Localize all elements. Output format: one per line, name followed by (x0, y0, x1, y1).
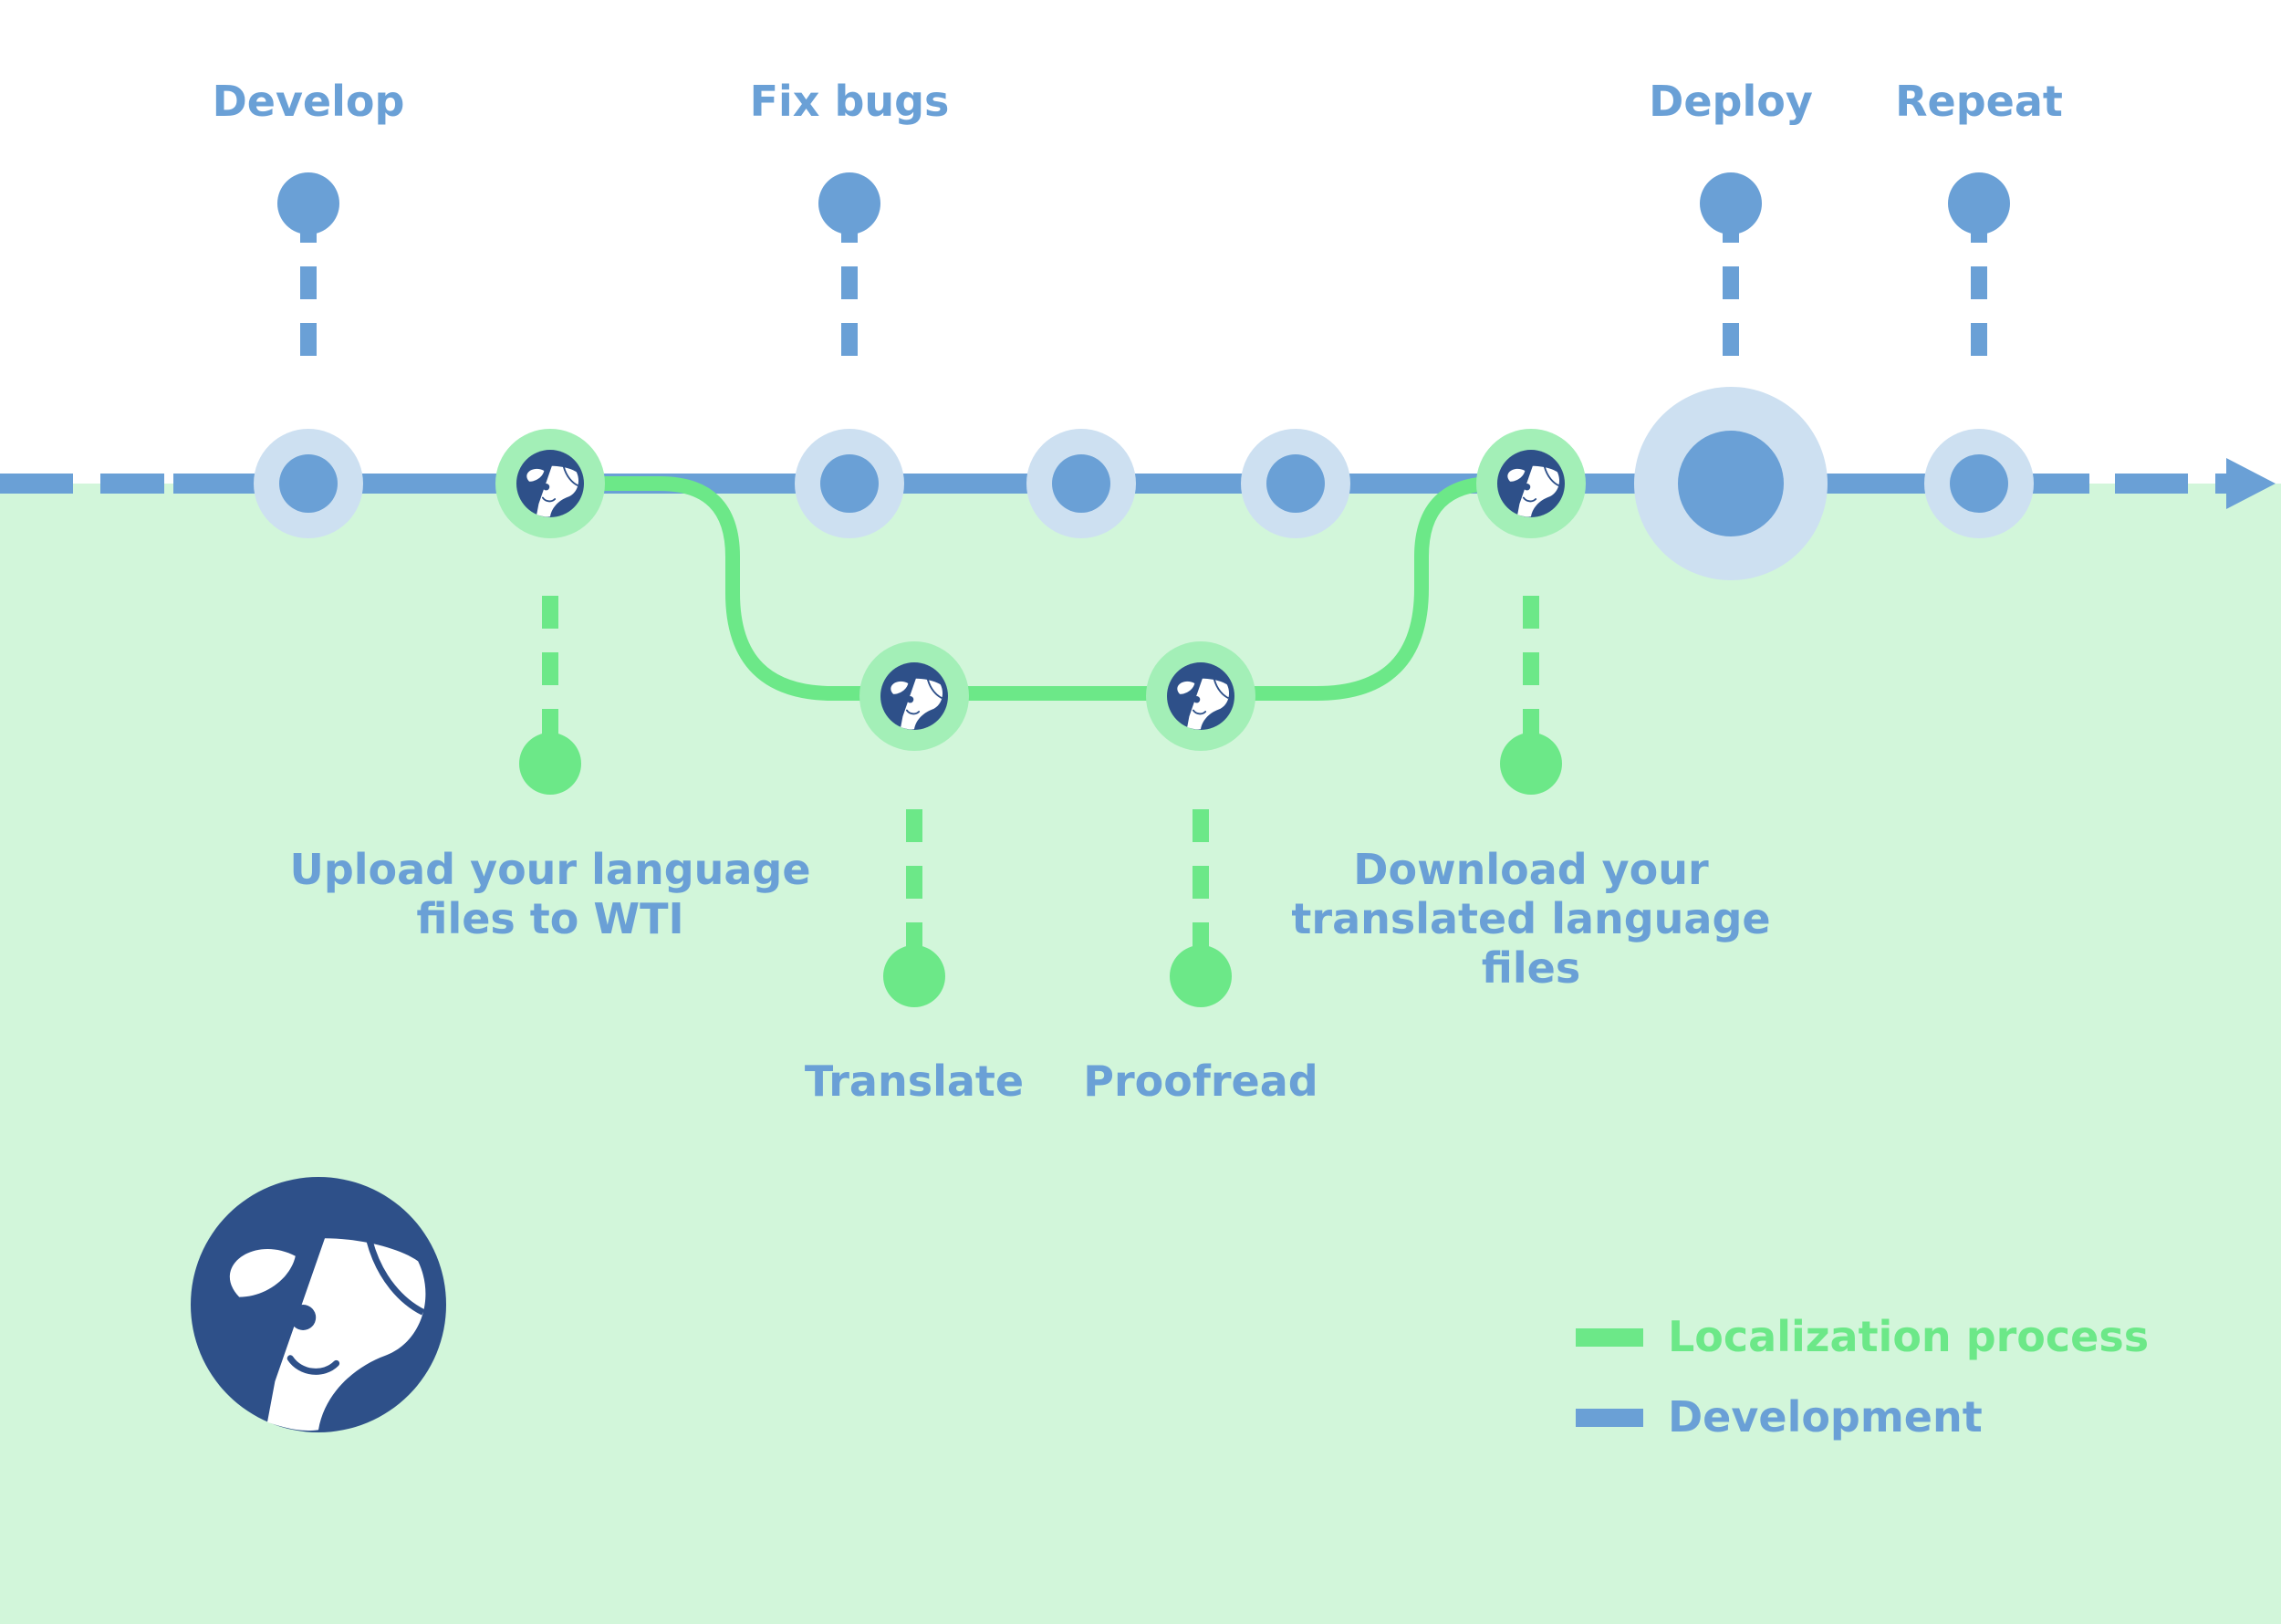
pin-develop (277, 172, 339, 370)
dog-mascot-icon (880, 662, 948, 730)
node-upload (495, 429, 605, 538)
node-repeat (1924, 429, 2034, 538)
localization-path (543, 476, 1538, 701)
node-deploy (1634, 387, 1828, 580)
label-download: Download your translated language files (1291, 845, 1770, 993)
dog-mascot-icon (1167, 662, 1234, 730)
pin-translate (883, 809, 945, 1007)
dog-mascot-icon (1497, 450, 1565, 517)
label-translate: Translate (804, 1057, 1025, 1106)
pin-repeat (1948, 172, 2010, 370)
label-download-line-3: files (1481, 943, 1581, 993)
brand-logo (191, 1177, 446, 1432)
label-upload: Upload your language files to WTI (289, 845, 810, 943)
pin-upload (519, 596, 581, 795)
legend-swatch-localization (1576, 1328, 1643, 1347)
node-fix-bugs (795, 429, 904, 538)
arrow-right-icon (2226, 458, 2276, 509)
lower-background (0, 484, 2281, 1624)
label-repeat: Repeat (1895, 77, 2063, 126)
pin-download (1500, 596, 1562, 795)
node-proofread (1146, 641, 1255, 751)
dog-mascot-icon (516, 450, 584, 517)
label-deploy: Deploy (1649, 77, 1813, 126)
label-proofread: Proofread (1083, 1057, 1318, 1106)
node-develop (254, 429, 363, 538)
node-download (1476, 429, 1586, 538)
legend-localization: Localization process (1668, 1312, 2150, 1361)
pin-fix-bugs (818, 172, 880, 370)
pin-proofread (1170, 809, 1232, 1007)
label-fix-bugs: Fix bugs (749, 77, 950, 126)
legend-development: Development (1668, 1392, 1983, 1442)
pin-deploy (1700, 172, 1762, 370)
label-develop: Develop (212, 77, 405, 126)
node-intermediate-1 (1026, 429, 1136, 538)
node-translate (859, 641, 969, 751)
label-download-line-2: translated language (1291, 894, 1771, 943)
upper-background (0, 0, 2281, 484)
label-download-line-1: Download your (1353, 845, 1709, 894)
label-upload-line-1: Upload your language (289, 845, 811, 894)
label-upload-line-2: files to WTI (416, 894, 684, 943)
node-intermediate-2 (1241, 429, 1350, 538)
legend-swatch-development (1576, 1409, 1643, 1427)
